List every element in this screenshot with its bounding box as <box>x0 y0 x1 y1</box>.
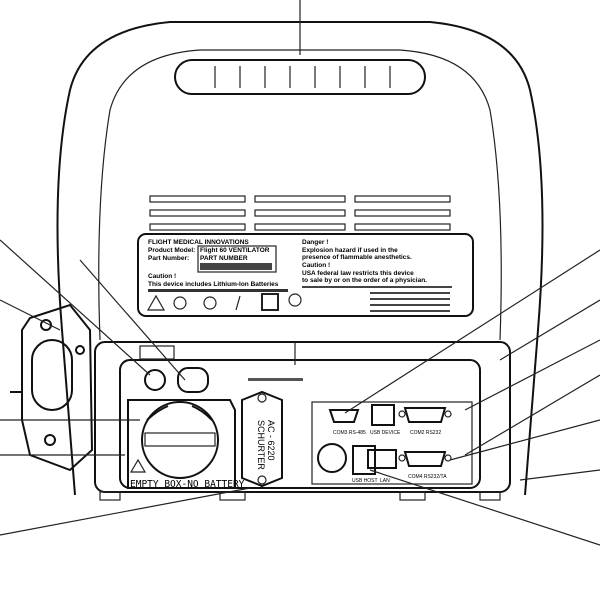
port-panel <box>311 401 473 485</box>
handle-slot <box>174 59 426 95</box>
feet <box>99 491 501 501</box>
handle-ribs <box>214 66 391 88</box>
side-connector <box>10 303 94 472</box>
warning-icon <box>129 458 147 473</box>
com2-port[interactable] <box>403 407 447 423</box>
fuse-holder[interactable] <box>241 390 283 488</box>
certification-icon <box>288 293 302 307</box>
battery-note: This device includes Lithium-Ion Batteri… <box>148 281 279 288</box>
com4-port[interactable] <box>403 451 447 467</box>
vent-slots <box>149 195 451 231</box>
dc-input-jack[interactable] <box>317 443 347 473</box>
temperature-icon <box>235 295 241 311</box>
symbol-icon <box>173 296 187 310</box>
com3-label: COM3 RS-485 <box>333 430 366 436</box>
danger-text-2: presence of flammable anesthetics. <box>302 254 412 261</box>
usb-device-port[interactable] <box>371 404 395 426</box>
fuse-model: AC - 6220 <box>266 420 276 461</box>
battery-box[interactable] <box>127 399 236 489</box>
lan-label: LAN <box>380 478 390 484</box>
rear-panel <box>94 341 511 493</box>
caution-heading: Caution ! <box>302 262 330 269</box>
part-label: Part Number: <box>148 255 189 262</box>
fuse-brand: SCHURTER <box>256 420 266 470</box>
caution-left: Caution ! <box>148 273 176 280</box>
caution-text-2: to sale by or on the order of a physicia… <box>302 277 427 284</box>
switch-label <box>139 345 175 360</box>
label-right: Danger ! Explosion hazard if used in the… <box>302 239 452 312</box>
usb-host-port[interactable] <box>352 445 376 475</box>
com3-port[interactable] <box>328 409 360 423</box>
rear-panel-inner <box>119 359 481 489</box>
danger-heading: Danger ! <box>302 239 328 246</box>
open-arrow-icon <box>191 405 213 421</box>
company-name: FLIGHT MEDICAL INNOVATIONS <box>148 239 249 246</box>
usb-device-label: USB DEVICE <box>370 430 401 436</box>
callout-lines <box>0 239 600 546</box>
housing-outline <box>56 21 544 496</box>
device-label <box>137 233 474 317</box>
warning-icon <box>146 294 166 311</box>
com4-label: COM4 RS232/TA <box>408 474 447 480</box>
power-switch[interactable] <box>177 367 209 393</box>
battery-box-label: EMPTY BOX-NO BATTERY <box>130 479 245 490</box>
caution-text: USA federal law restricts this device <box>302 270 414 277</box>
type-bf-icon <box>261 293 279 311</box>
humidity-icon <box>203 296 217 310</box>
danger-text: Explosion hazard if used in the <box>302 247 398 254</box>
part-value: PART NUMBER <box>200 255 248 262</box>
model-label: Product Model: <box>148 247 195 254</box>
close-arrow-icon <box>146 405 169 421</box>
com2-label: COM2 RS232 <box>410 430 441 436</box>
battery-cover-knob[interactable] <box>141 401 219 479</box>
power-jack[interactable] <box>144 369 166 391</box>
usb-host-label: USB HOST <box>352 478 378 484</box>
label-symbols <box>146 293 302 311</box>
label-left: FLIGHT MEDICAL INNOVATIONS Product Model… <box>148 239 288 292</box>
lan-port[interactable] <box>367 449 397 469</box>
model-value: Flight 60 VENTILATOR <box>200 247 270 254</box>
barcode <box>200 263 272 270</box>
rating-text <box>248 378 303 381</box>
